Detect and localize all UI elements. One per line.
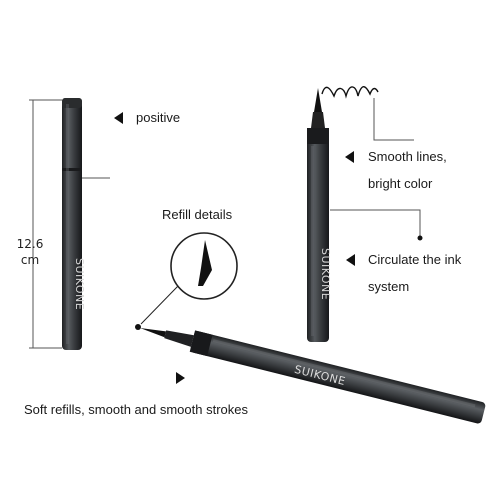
label-bright-color: bright color: [368, 176, 433, 191]
dimension-value: 12.6 cm: [6, 236, 54, 268]
label-circulate-ink: Circulate the ink: [368, 252, 462, 267]
ink-scribble: [321, 86, 379, 99]
pointer-left-icon: [345, 151, 354, 163]
upright-pen: SUIKONE: [307, 86, 379, 342]
pointer-left-icon: [114, 112, 123, 124]
capped-pen: SUIKONE: [62, 98, 86, 350]
dimension-line: [29, 99, 62, 349]
label-smooth-lines: Smooth lines,: [368, 149, 447, 164]
dimension-unit: cm: [20, 253, 40, 267]
label-soft-refills: Soft refills, smooth and smooth strokes: [24, 402, 248, 417]
leader-lines-right: [330, 98, 423, 241]
label-refill-details: Refill details: [162, 207, 233, 222]
brand-logo-right: SUIKONE: [319, 248, 332, 300]
pointer-left-icon: [346, 254, 355, 266]
refill-magnifier: [135, 232, 238, 330]
pointer-right-icon: [176, 372, 185, 384]
dimension-number: 12.6: [16, 237, 44, 251]
brand-logo-left: SUIKONE: [73, 258, 86, 310]
label-positive: positive: [136, 110, 181, 125]
label-system: system: [368, 279, 410, 294]
